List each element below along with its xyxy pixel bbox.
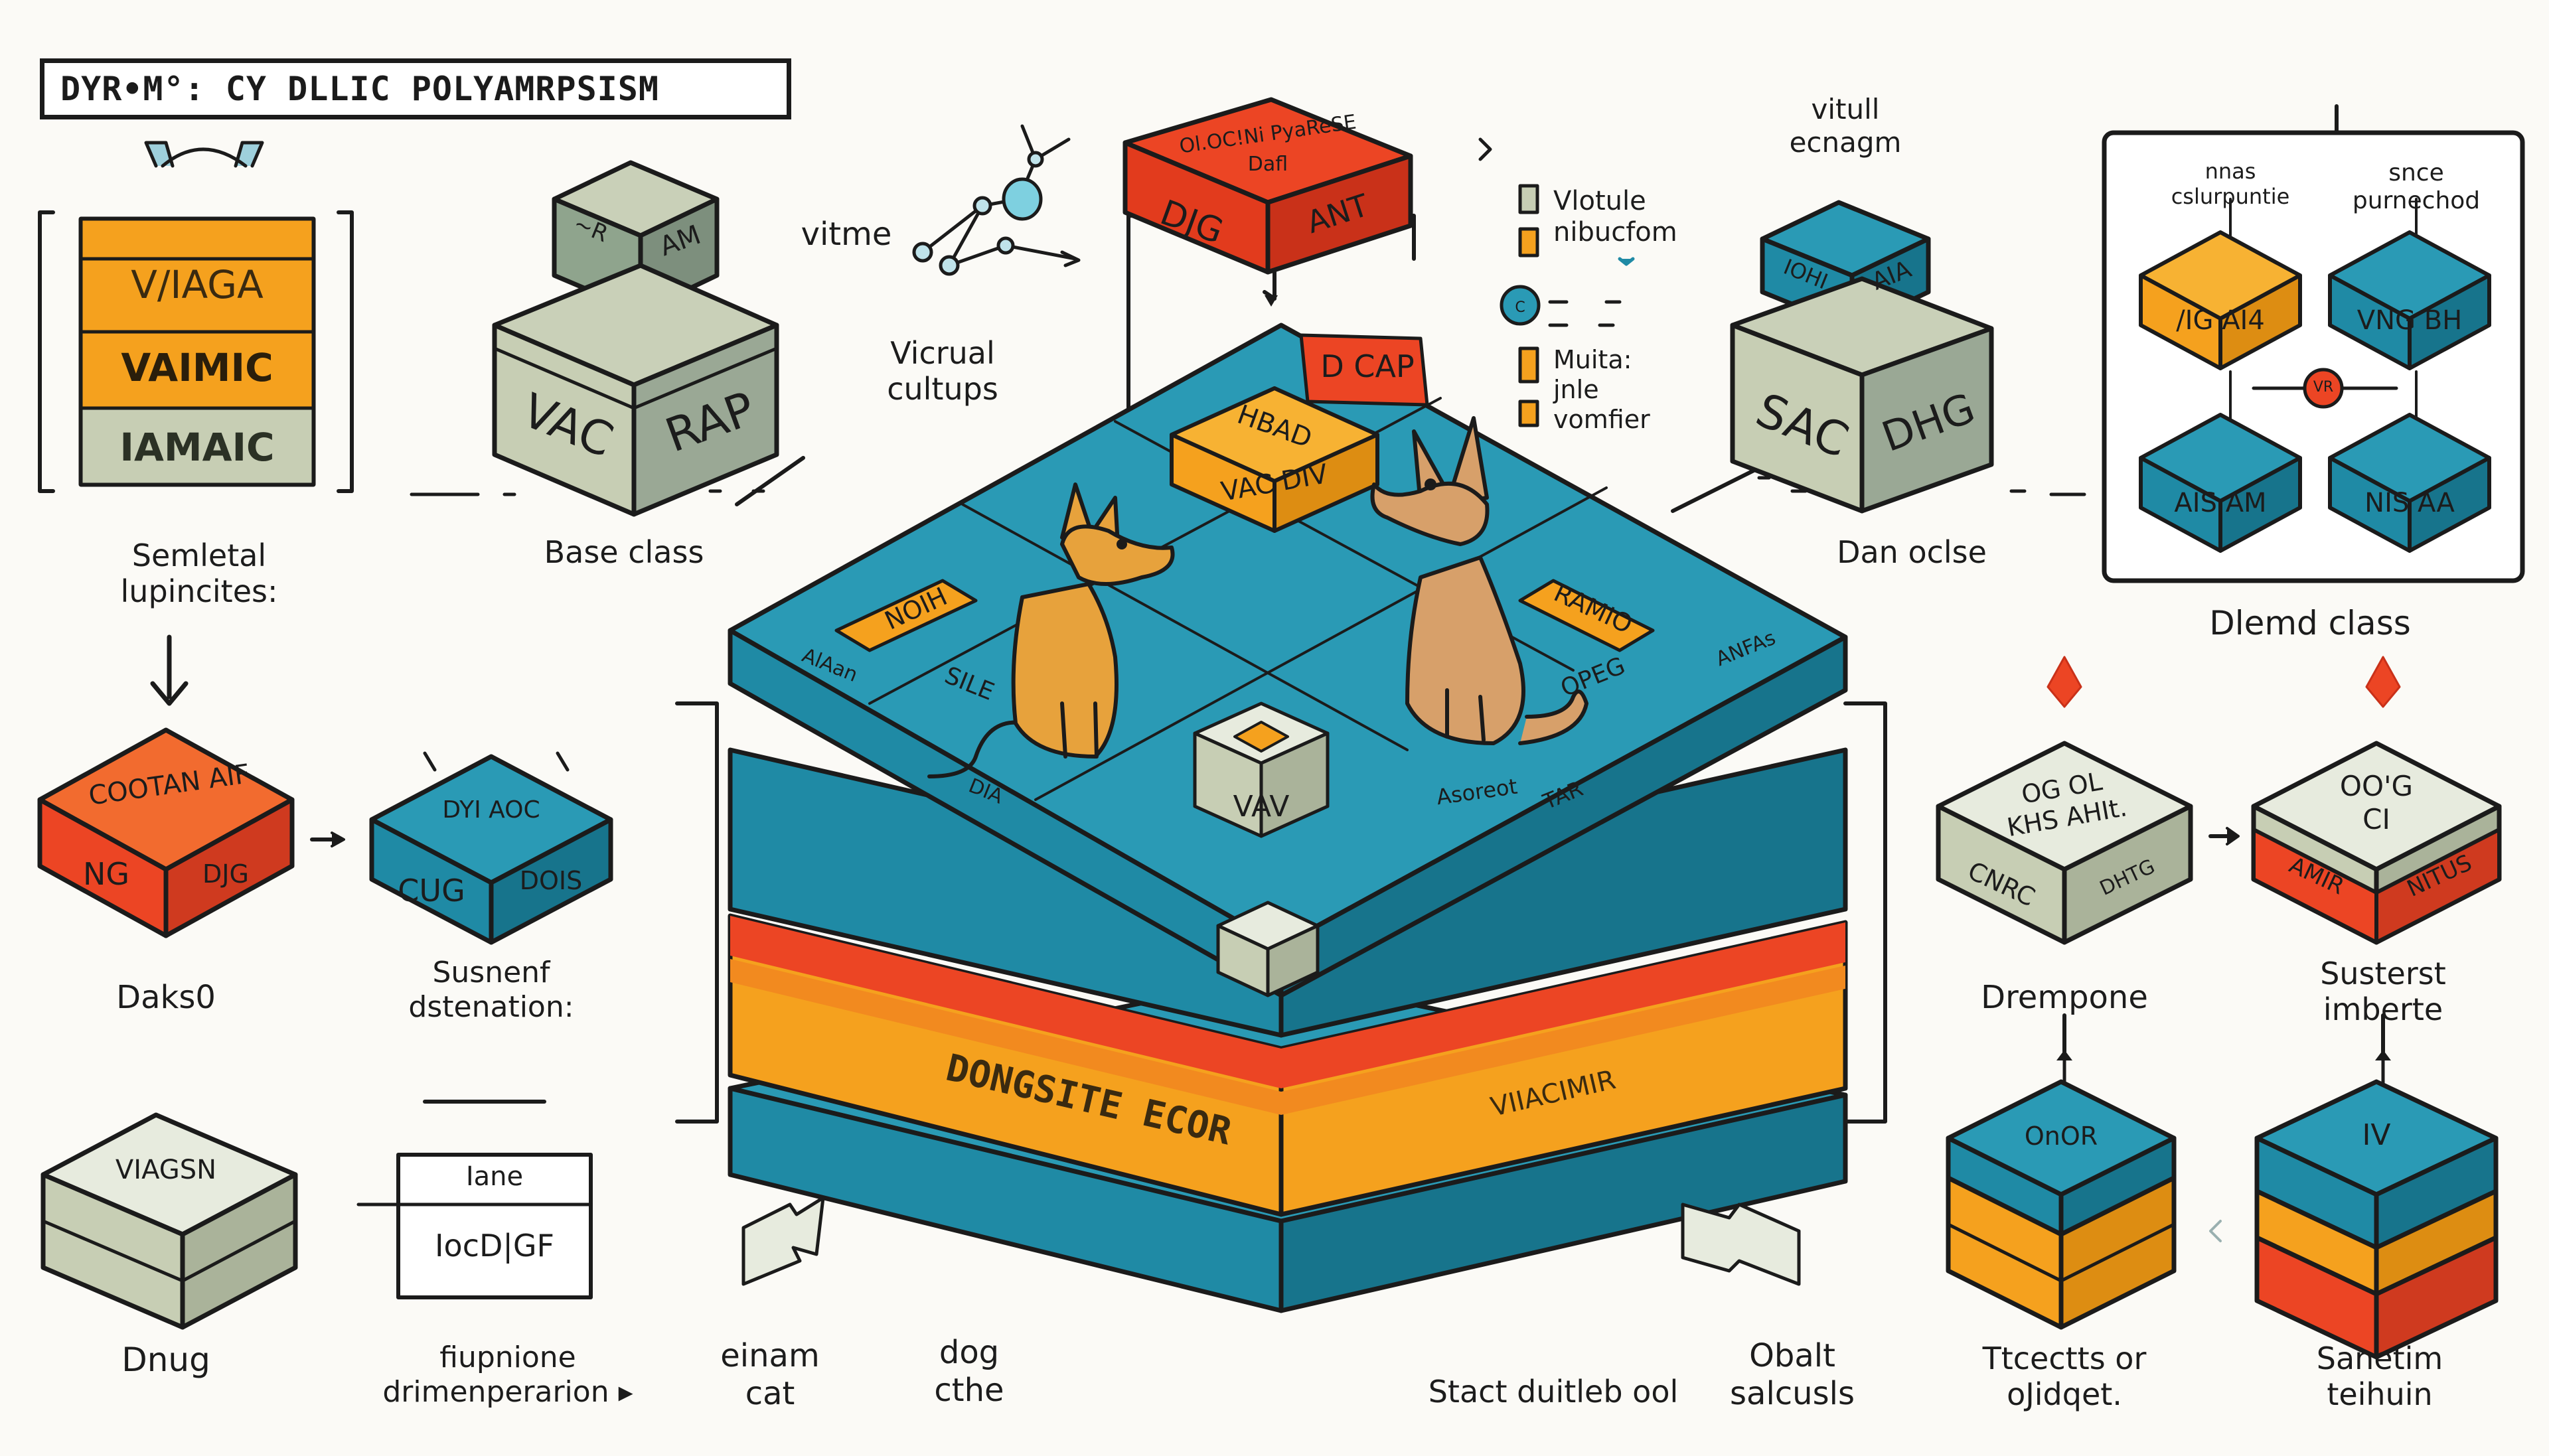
stack-row-1: V/IAGA [131, 262, 264, 307]
label-vitme: vitme [801, 216, 892, 253]
bottom-label-dog: dog cthe [934, 1334, 1004, 1409]
down-arrow-icon [150, 634, 189, 706]
frame-caption: fiupnione drimenperarion ▸ [382, 1341, 633, 1409]
frame-box [356, 1100, 593, 1299]
flame-icon-right [2365, 656, 2401, 708]
right-bottom-right-top: IV [2362, 1118, 2391, 1152]
svg-text:C: C [1515, 299, 1525, 316]
dlemd-cube-br [2328, 413, 2491, 553]
grey-cube-top-label: VIAGSN [115, 1155, 217, 1185]
red-top-cube [1122, 97, 1413, 275]
dlemd-cube-bl [2139, 413, 2302, 553]
right-mid-cube-left [1936, 741, 2193, 945]
dlemd-label-left: nnas cslurpuntie [2171, 159, 2290, 209]
platform-badge: D CAP [1320, 348, 1415, 384]
right-mid-caption-left: Drempone [1981, 979, 2148, 1016]
bottom-label-stact: Stact duitleb ool [1428, 1374, 1679, 1410]
molecule-icon [912, 124, 1081, 276]
teal-cube-left-label: CUG [398, 873, 465, 909]
red-cube-right-label: DJG [202, 859, 249, 889]
red-cube-caption: Daks0 [116, 979, 216, 1016]
legend-column: C [1500, 184, 1635, 427]
right-arrow-icon-2 [2208, 827, 2240, 845]
right-bottom-cube-right [2254, 1079, 2499, 1360]
dlemd-cube-tl [2139, 230, 2302, 370]
right-bottom-left-top: OnOR [2024, 1122, 2098, 1151]
page-title: DYR•M°: CY DLLIC POLYAMRPSISM [40, 58, 791, 119]
right-mid-right-top: OO'G CI [2339, 770, 2414, 836]
dlemd-center-label: VR [2313, 379, 2334, 396]
teal-cube-top-label: DYI AOC [442, 796, 540, 824]
arrow-icon-bottom-left [741, 1196, 825, 1286]
base-class-cube [492, 160, 779, 517]
grey-cube [40, 1112, 298, 1330]
red-cube-left-label: NG [82, 856, 130, 892]
teal-cube-small [369, 751, 613, 945]
chevron-left-icon [2209, 1220, 2222, 1242]
flame-icon-left [2047, 656, 2082, 708]
dlemd-cube-tr-label: VNG BH [2356, 305, 2463, 336]
dog-icon-left [927, 482, 1175, 778]
right-arrow-icon [310, 832, 345, 847]
central-platform [728, 323, 1848, 1313]
right-top-cube-caption: Dan oclse [1837, 534, 1987, 570]
right-bottom-caption-left: Ttcectts or oJidqet. [1982, 1341, 2147, 1413]
label-vitual-top: vitull ecnagm [1789, 93, 1902, 159]
right-mid-cube-right [2251, 741, 2502, 945]
dlemd-label-right: snce purnechod [2352, 159, 2481, 215]
right-bottom-cube-left [1946, 1079, 2177, 1330]
red-cube [37, 727, 295, 938]
stack-row-3: IAMAIC [119, 425, 275, 470]
grey-cube-caption: Dnug [121, 1341, 210, 1379]
arrow-icon-bottom-right [1681, 1202, 1801, 1286]
label-virtual: Vicrual cultups [887, 335, 998, 407]
dlemd-cube-tl-label: /IG AI4 [2176, 305, 2265, 336]
frame-line-1: Iane [465, 1161, 524, 1192]
dlemd-cube-br-label: NIS AA [2364, 488, 2455, 518]
dlemd-caption: Dlemd class [2209, 604, 2411, 642]
left-stack [38, 141, 354, 493]
teal-cube-right-label: DOIS [519, 866, 583, 895]
dog-icon-right [1370, 416, 1588, 745]
dlemd-cube-bl-label: AIS AM [2174, 488, 2267, 518]
legend-label-2: Muita: jnle vomfier [1553, 345, 1650, 434]
dashes-1 [410, 489, 765, 496]
arrowhead-icon [1265, 137, 1492, 307]
right-bottom-caption-right: Sanetim teihuin [2316, 1341, 2443, 1413]
dlemd-cube-tr [2328, 230, 2491, 370]
red-top-cube-top2: Dafl [1247, 153, 1288, 176]
bottom-label-obalt: Obalt salcusls [1730, 1337, 1855, 1412]
bottom-label-einam: einam cat [720, 1337, 820, 1412]
teal-cube-caption: Susnenf dstenation: [408, 956, 574, 1024]
left-stack-caption: Semletal lupincites: [120, 538, 278, 610]
right-mid-caption-right: Susterst imberte [2320, 956, 2446, 1028]
small-cube-label: VAV [1233, 790, 1290, 824]
frame-line-2: IocD|GF [434, 1228, 555, 1264]
right-top-cube [1730, 200, 1994, 514]
stack-row-2: VAIMIC [121, 345, 273, 390]
legend-label-1: Vlotule nibucfom [1553, 186, 1677, 248]
base-class-caption: Base class [544, 534, 704, 570]
dashes-2 [1757, 476, 2086, 496]
